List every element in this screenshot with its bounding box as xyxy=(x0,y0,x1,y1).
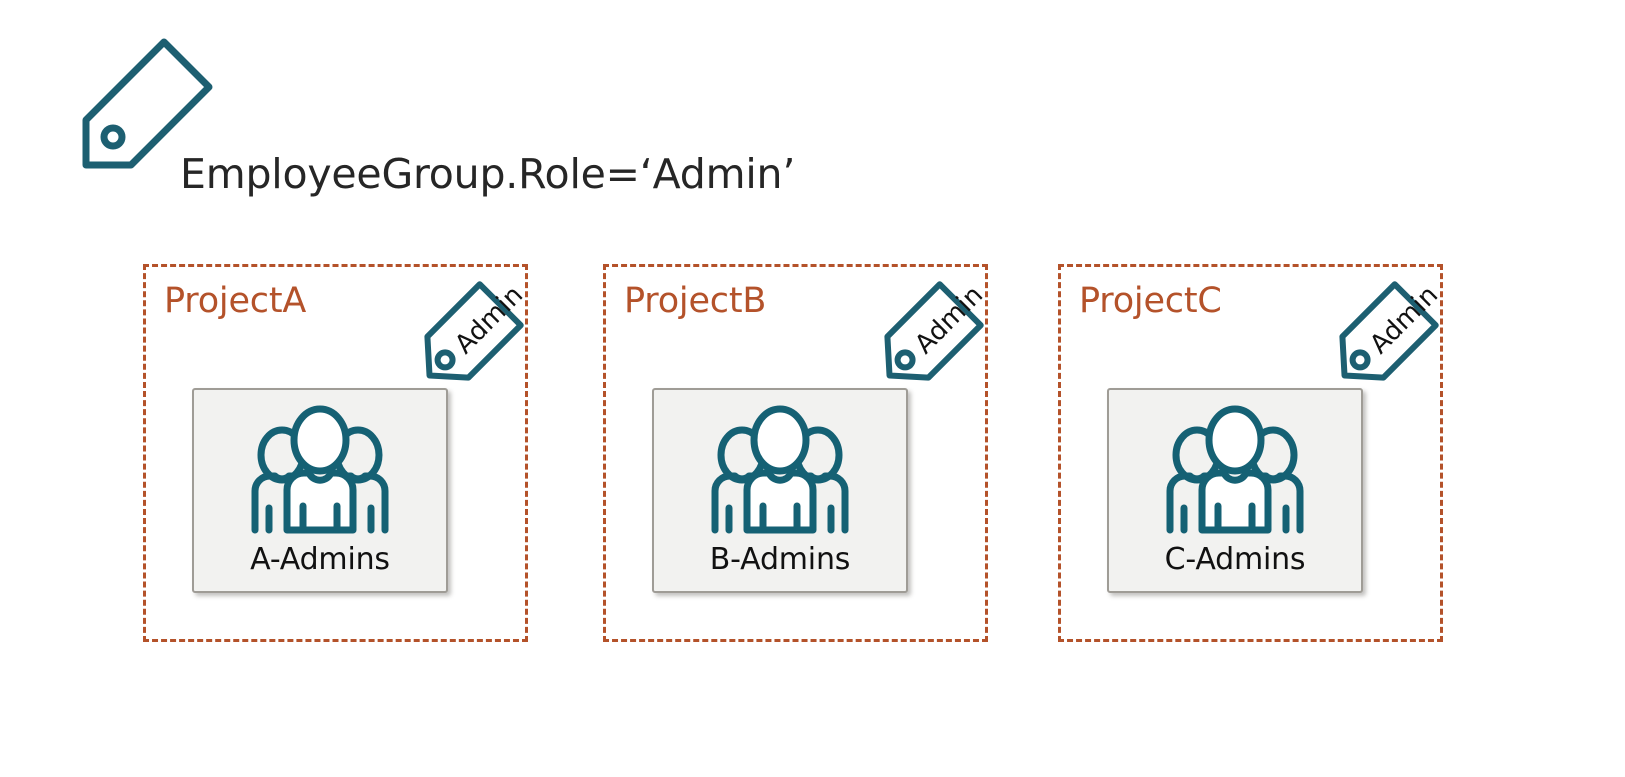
header: EmployeeGroup.Role=‘Admin’ xyxy=(80,36,795,195)
group-name: B-Admins xyxy=(709,542,851,577)
people-group-icon xyxy=(245,398,395,543)
project-boundary-c: ProjectC Admin xyxy=(1058,264,1444,642)
group-card-a[interactable]: A-Admins xyxy=(192,388,448,593)
project-boundary-a: ProjectA Admin xyxy=(143,264,529,642)
people-group-icon xyxy=(705,398,855,543)
project-boundary-b: ProjectB Admin xyxy=(603,264,989,642)
admin-tag-a[interactable]: Admin xyxy=(410,280,529,393)
group-name: A-Admins xyxy=(250,542,390,577)
group-card-c[interactable]: C-Admins xyxy=(1107,388,1363,593)
group-card-b[interactable]: B-Admins xyxy=(652,388,908,593)
admin-tag-b[interactable]: Admin xyxy=(870,280,989,393)
group-name: C-Admins xyxy=(1164,542,1306,577)
project-label: ProjectB xyxy=(624,281,767,321)
project-label: ProjectC xyxy=(1079,281,1222,321)
people-group-icon xyxy=(1160,398,1310,543)
admin-tag-c[interactable]: Admin xyxy=(1325,280,1444,393)
tag-icon xyxy=(80,36,215,171)
page-title: EmployeeGroup.Role=‘Admin’ xyxy=(180,150,796,198)
project-label: ProjectA xyxy=(164,281,307,321)
